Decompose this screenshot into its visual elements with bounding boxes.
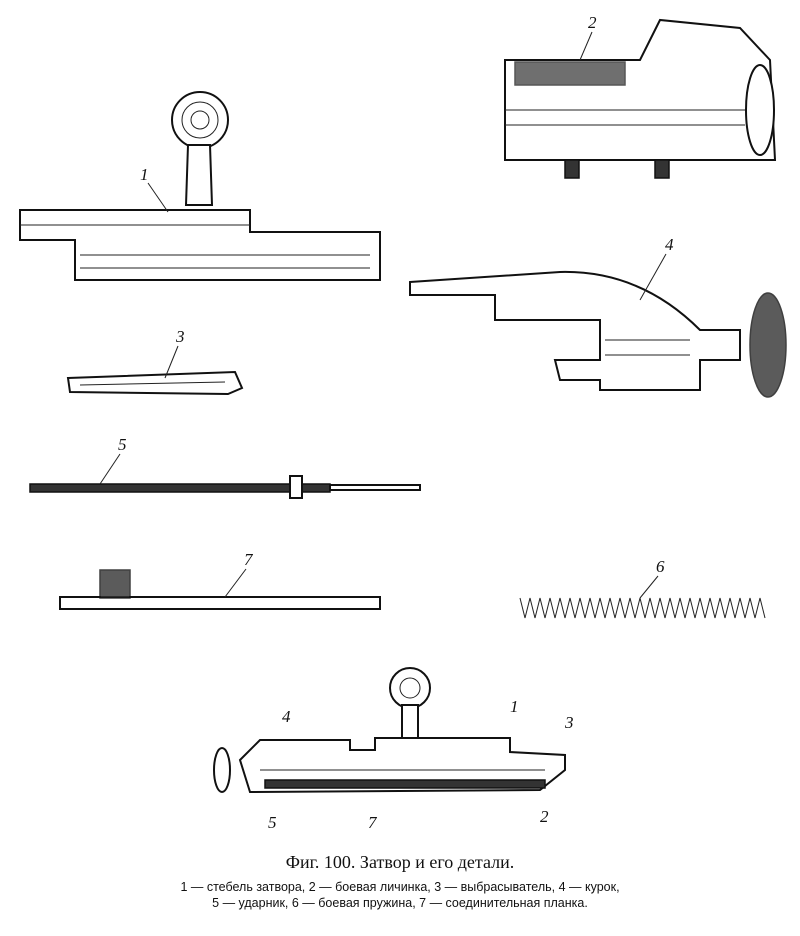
extractor-drawing [66, 370, 244, 396]
firing-pin-drawing [29, 475, 421, 499]
connecting-bar-drawing [59, 569, 381, 610]
bolt-stem-drawing [19, 91, 381, 281]
label-1: 1 [140, 165, 149, 184]
assembly-label-2: 2 [540, 807, 549, 826]
bolt-head-drawing [504, 18, 777, 179]
label-6: 6 [656, 557, 665, 576]
figure-title: Фиг. 100. Затвор и его детали. [285, 852, 515, 872]
cocking-piece-drawing [409, 270, 787, 398]
label-2: 2 [588, 13, 597, 32]
label-4: 4 [665, 235, 674, 254]
caption-legend-line-1: 1 — стебель затвора, 2 — боевая личинка,… [180, 880, 620, 894]
label-7: 7 [244, 550, 254, 569]
label-3: 3 [175, 327, 185, 346]
assembly-label-4: 4 [282, 707, 291, 726]
bolt-parts-illustration: 1 2 3 4 5 6 7 [19, 13, 787, 832]
assembly-label-5: 5 [268, 813, 277, 832]
assembled-bolt-drawing [213, 667, 566, 794]
assembly-label-1: 1 [510, 697, 519, 716]
mainspring-drawing [519, 597, 766, 619]
assembly-label-7: 7 [368, 813, 378, 832]
assembly-label-3: 3 [564, 713, 574, 732]
label-5: 5 [118, 435, 127, 454]
caption-legend-line-2: 5 — ударник, 6 — боевая пружина, 7 — сое… [212, 896, 588, 910]
